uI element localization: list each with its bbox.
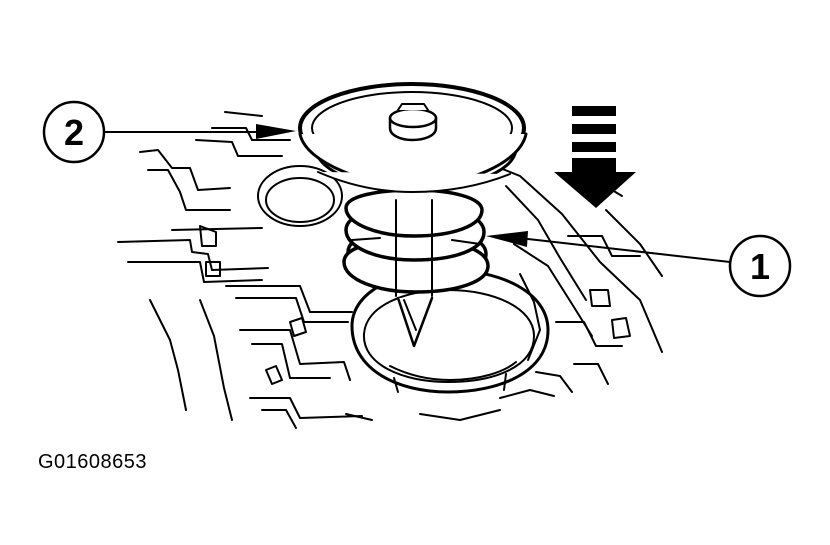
callout-2-number: 2 <box>64 112 84 153</box>
callout-1-number: 1 <box>750 246 770 287</box>
valve-body-casting <box>117 111 663 429</box>
figure-id-label: G01608653 <box>38 451 148 473</box>
spring <box>342 188 490 297</box>
callout-1 <box>486 231 792 298</box>
callout-2 <box>42 100 296 164</box>
downward-dashed-arrow-icon <box>554 106 636 208</box>
valve-stem <box>396 296 434 348</box>
cap-nut <box>388 103 438 142</box>
left-bore <box>257 165 343 227</box>
